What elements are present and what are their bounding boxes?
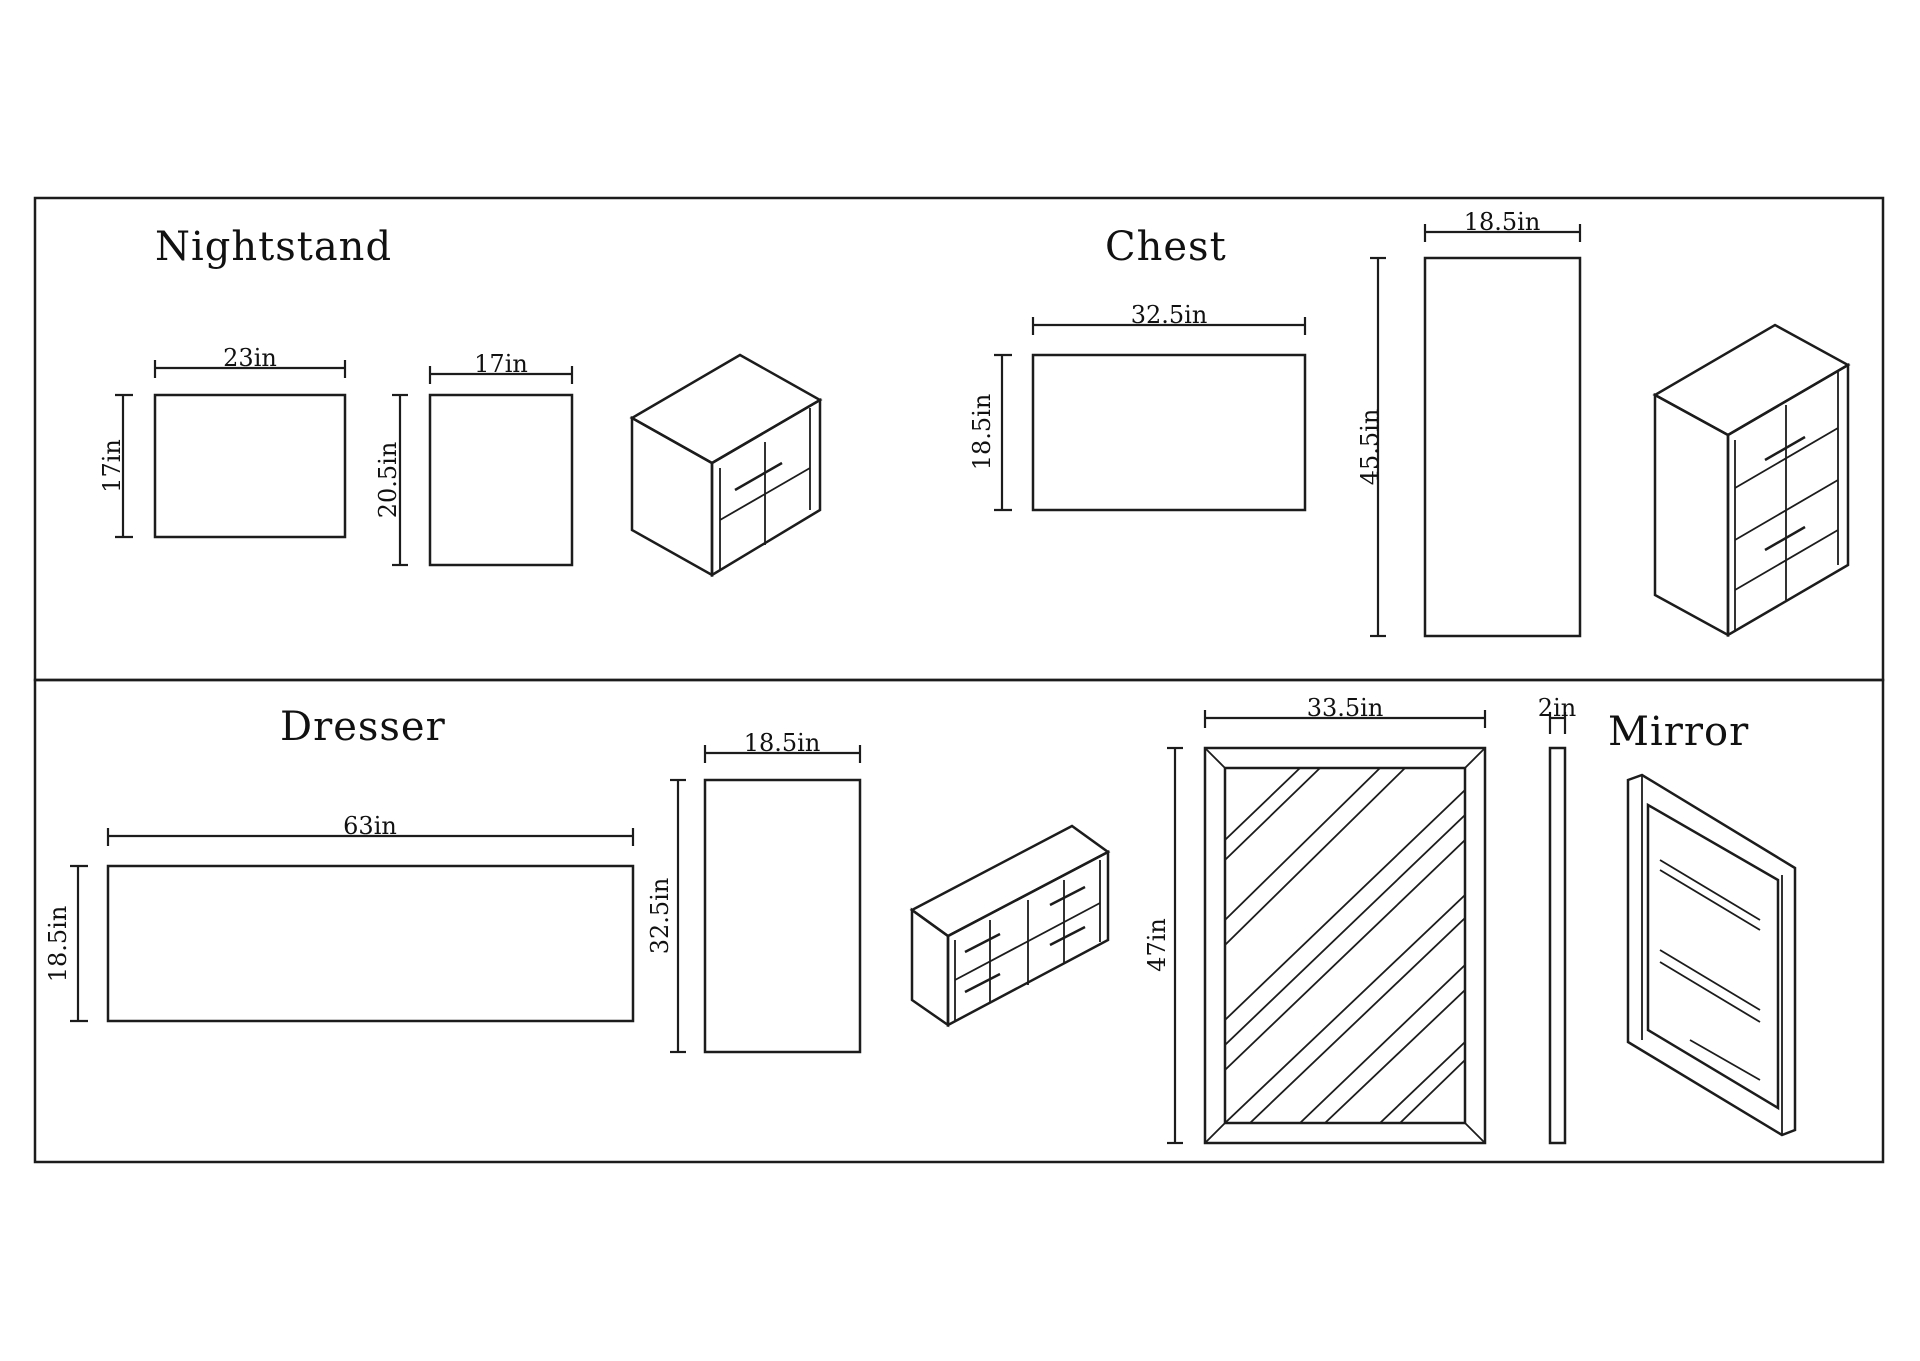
nightstand-side-width-label: 17in [474,350,528,378]
chest-top-width-dimension: 32.5in [1031,301,1307,335]
chest-top-depth-label: 18.5in [968,394,996,471]
dresser-section: Dresser 63in 18.5in 18.5in 32.5in [44,704,1111,1054]
dresser-side-width-label: 18.5in [744,729,821,757]
mirror-front-height-label: 47in [1143,918,1171,972]
mirror-front-frame-outer [1203,746,1487,1145]
mirror-reflection-hatching [1225,768,1465,1123]
dresser-top-width-dimension: 63in [106,812,635,846]
nightstand-top-depth-label: 17in [98,439,126,493]
nightstand-side-height-dimension: 20.5in [374,393,408,567]
dresser-side-height-dimension: 32.5in [646,778,686,1054]
mirror-front-width-label: 33.5in [1307,694,1384,722]
mirror-front-width-dimension: 33.5in [1203,694,1487,728]
mirror-isometric [1626,773,1797,1137]
mirror-front-frame-inner [1223,766,1467,1125]
dresser-side-height-label: 32.5in [646,878,674,955]
chest-isometric [1652,323,1851,638]
nightstand-top-depth-dimension: 17in [98,393,133,539]
chest-side-view [1423,256,1582,638]
mirror-front-height-dimension: 47in [1143,746,1183,1145]
mirror-title: Mirror [1608,709,1749,755]
top-panel-frame [33,196,1885,682]
nightstand-top-width-dimension: 23in [153,344,347,378]
chest-side-height-label: 45.5in [1356,409,1384,486]
mirror-thickness-dimension: 2in [1538,694,1576,734]
chest-top-depth-dimension: 18.5in [968,353,1012,512]
chest-section: Chest 32.5in 18.5in 18.5in 45.5in [968,208,1851,638]
nightstand-side-width-dimension: 17in [428,350,574,384]
nightstand-title: Nightstand [155,224,392,270]
dresser-top-width-label: 63in [343,812,397,840]
nightstand-isometric [629,353,823,578]
chest-top-view [1031,353,1307,512]
nightstand-section: Nightstand 23in 17in 17in 20.5in [98,224,823,578]
dresser-side-view [703,778,862,1054]
dresser-isometric [909,824,1111,1028]
nightstand-top-width-label: 23in [223,344,277,372]
chest-side-width-dimension: 18.5in [1423,208,1582,242]
bottom-panel-frame [33,678,1885,1164]
mirror-thickness-label: 2in [1538,694,1576,722]
chest-side-height-dimension: 45.5in [1356,256,1386,638]
nightstand-side-height-label: 20.5in [374,442,402,519]
dresser-top-depth-dimension: 18.5in [44,864,88,1023]
mirror-section: Mirror 33.5in [1143,694,1797,1145]
chest-side-width-label: 18.5in [1464,208,1541,236]
nightstand-top-view [153,393,347,539]
nightstand-side-view [428,393,574,567]
chest-title: Chest [1105,224,1227,270]
mirror-side-view [1548,746,1567,1145]
dresser-side-width-dimension: 18.5in [703,729,862,763]
dresser-top-depth-label: 18.5in [44,906,72,983]
chest-top-width-label: 32.5in [1131,301,1208,329]
dresser-title: Dresser [280,704,446,750]
dresser-top-view [106,864,635,1023]
